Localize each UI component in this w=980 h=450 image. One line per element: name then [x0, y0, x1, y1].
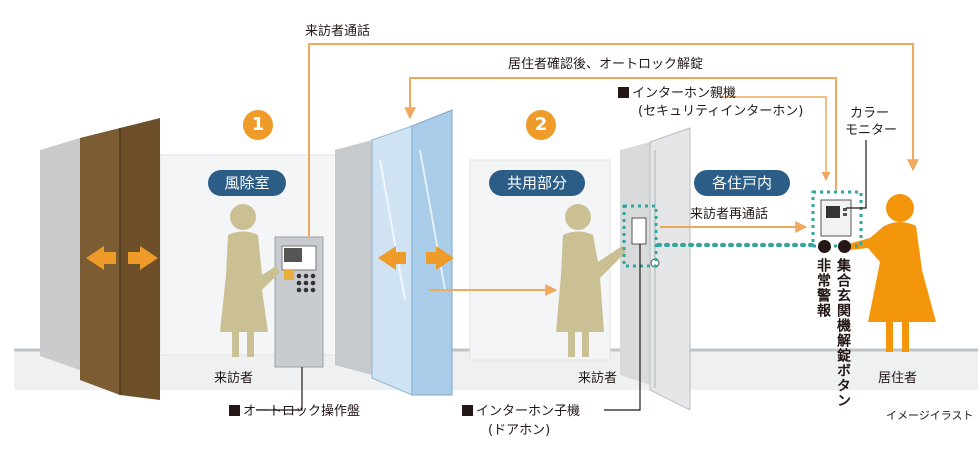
bullet-square: [462, 405, 473, 416]
zone-label-common-area: 共用部分: [489, 170, 585, 196]
zone-number-1: 1: [243, 110, 273, 140]
flow-label-unlock: 居住者確認後、オートロック解錠: [508, 57, 704, 72]
flow-line-call: [308, 43, 919, 237]
door-open-arrow-2: [378, 246, 454, 270]
color-monitor-label-1: カラー: [850, 106, 890, 121]
flow-label-recall: 来訪者再通話: [690, 207, 769, 222]
master-unit-sub-label: (セキュリティインターホン): [638, 104, 804, 119]
emergency-alarm-label: 非常警報: [815, 258, 831, 318]
autolock-panel-graphic: [274, 236, 324, 368]
master-unit-graphic: [820, 199, 852, 237]
alarm-dot: [818, 240, 831, 253]
visitor-figure-2: [556, 204, 626, 357]
flow-line-unlock: [404, 77, 837, 190]
zone-number-2: 2: [526, 110, 556, 140]
bullet-square: [618, 87, 629, 98]
zone-label-dwelling: 各住戸内: [694, 170, 790, 196]
flow-label-call: 来訪者通話: [305, 24, 371, 39]
zone-label-vestibule: 風除室: [208, 170, 286, 196]
resident-figure: [848, 194, 936, 352]
master-unit-name: インターホン親機: [632, 86, 737, 101]
visitor-label-2: 来訪者: [578, 371, 618, 386]
leader-lock-panel: [256, 367, 303, 411]
resident-label: 居住者: [878, 371, 918, 386]
entrance-unlock-button-label: 集合玄関機解錠ボタン: [835, 258, 851, 408]
visitor-label-1: 来訪者: [214, 371, 254, 386]
door-open-arrow-1: [86, 246, 158, 270]
unit-door: [620, 127, 691, 411]
master-unit-highlight: [811, 190, 863, 248]
door-phone-label: インターホン子機: [462, 404, 580, 420]
leader-master-unit: [720, 96, 831, 181]
leader-door-phone: [604, 244, 641, 411]
color-monitor-label-2: モニター: [845, 123, 898, 138]
door-phone-name: インターホン子機: [476, 404, 581, 419]
unlock-button-dot: [838, 240, 851, 253]
master-unit-label: インターホン親機: [618, 86, 736, 102]
door-phone-sub-label: (ドアホン): [488, 423, 551, 438]
leader-color-monitor: [846, 140, 867, 209]
visitor-figure-1: [220, 204, 280, 357]
lock-panel-name: オートロック操作盤: [243, 404, 361, 419]
bullet-square: [229, 405, 240, 416]
lock-panel-label: オートロック操作盤: [229, 404, 360, 420]
illustration-note: イメージイラスト: [886, 409, 974, 422]
